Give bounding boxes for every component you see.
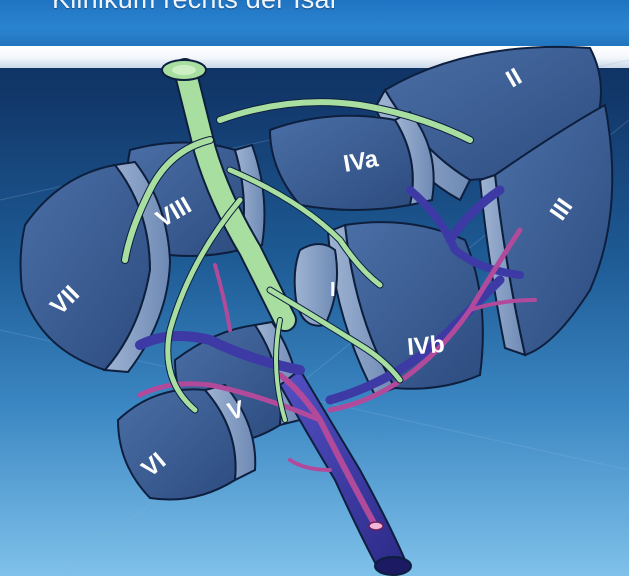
label-segment-ivb: IVb — [406, 331, 446, 361]
bile-duct-lumen — [172, 65, 196, 75]
label-segment-i: I — [330, 279, 336, 301]
